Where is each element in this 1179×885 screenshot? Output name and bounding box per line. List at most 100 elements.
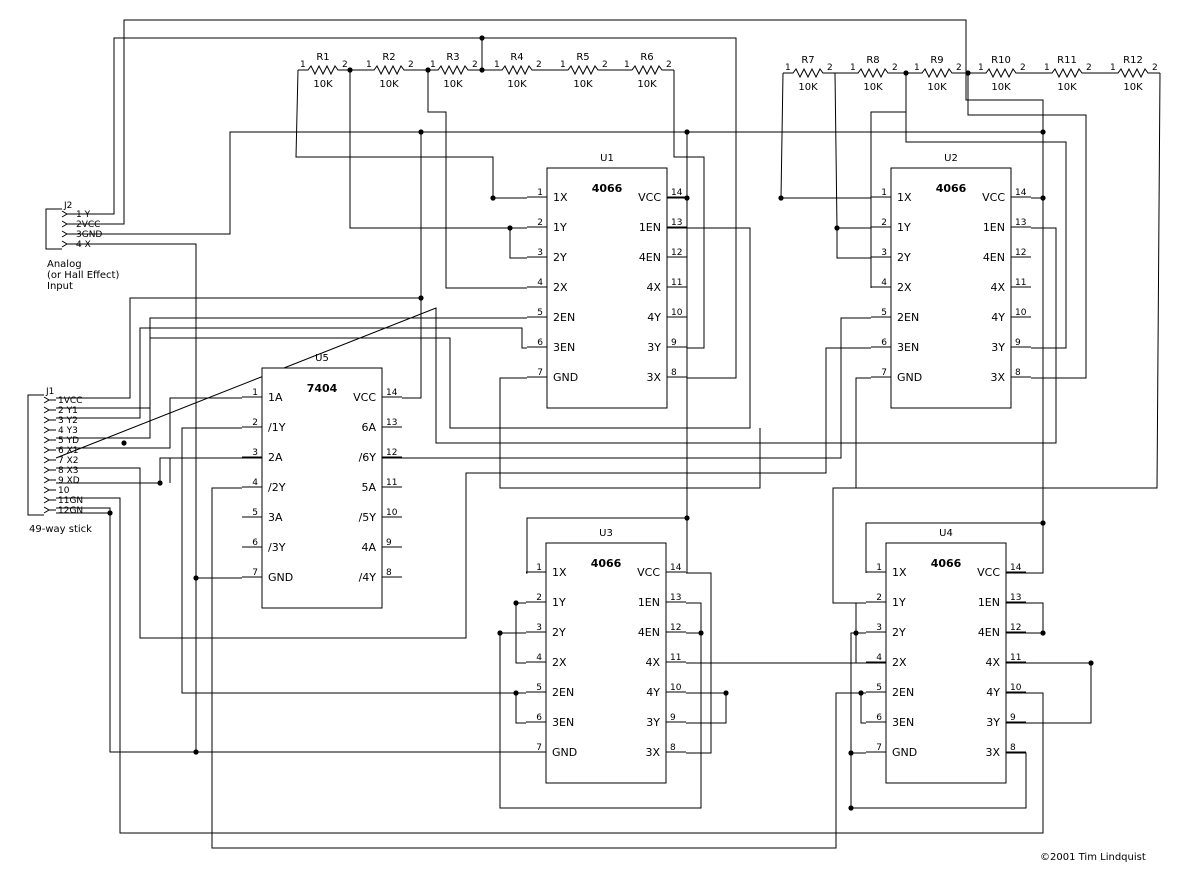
junction-dot — [418, 129, 424, 135]
wires — [55, 19, 1161, 849]
pin-number: 9 — [386, 538, 392, 548]
junction-dot — [965, 70, 971, 76]
resistor-pin: 1 — [978, 63, 984, 73]
junction-dot — [193, 575, 199, 581]
pin-number: 12 — [671, 248, 682, 258]
resistor-zigzag — [1108, 67, 1160, 79]
pin-label: 1X — [897, 191, 912, 204]
resistor-zigzag — [492, 64, 544, 76]
wire — [836, 228, 871, 259]
wire — [855, 377, 871, 488]
connector-pin-label: 2 Y1 — [58, 406, 78, 416]
pin-label: 2Y — [552, 626, 566, 639]
wire — [834, 72, 871, 229]
wire — [56, 397, 242, 449]
connector-pin-label: 4 X — [76, 240, 91, 250]
connector-pin-label: 1 Y — [76, 210, 91, 220]
resistor-zigzag — [783, 67, 835, 79]
resistor-pin: 2 — [666, 60, 672, 70]
pin-label: 1X — [553, 191, 568, 204]
resistor-ref: R10 — [991, 55, 1011, 66]
pin-number: 2 — [881, 218, 887, 228]
connector-pin-label: 12GN — [58, 506, 83, 516]
resistor-ref: R3 — [446, 52, 459, 63]
pin-label: 4X — [985, 656, 1000, 669]
pin-number: 9 — [1010, 713, 1016, 723]
pin-label: 2Y — [897, 251, 911, 264]
pin-label: 4EN — [978, 626, 1000, 639]
junction-dot — [1040, 195, 1046, 201]
pin-number: 3 — [537, 248, 543, 258]
pin-number: 1 — [876, 563, 882, 573]
pin-label: 3EN — [552, 716, 574, 729]
wire — [56, 327, 527, 419]
wire — [1006, 523, 1044, 574]
resistor-pin: 1 — [850, 63, 856, 73]
pin-number: 12 — [1015, 248, 1026, 258]
wire — [427, 70, 527, 289]
pin-label: GND — [552, 746, 577, 759]
pin-label: 3X — [985, 746, 1000, 759]
connector-ref: J2 — [63, 201, 72, 211]
resistor-pin: 1 — [366, 60, 372, 70]
junction-dot — [684, 515, 690, 521]
junction-dot — [193, 749, 199, 755]
junction-dot — [121, 440, 127, 446]
pin-number: 7 — [537, 368, 543, 378]
wire — [860, 692, 866, 724]
pin-label: 3Y — [991, 341, 1005, 354]
pin-label: 4EN — [638, 626, 660, 639]
resistor-zigzag — [298, 64, 350, 76]
resistor-ref: R6 — [640, 52, 653, 63]
pin-label: 1X — [552, 566, 567, 579]
pin-number: 9 — [1015, 338, 1021, 348]
connector-body — [27, 394, 44, 516]
pin-label: GND — [268, 571, 293, 584]
pin-number: 9 — [671, 338, 677, 348]
connector-pin-mark — [43, 466, 50, 474]
wire — [56, 297, 421, 399]
pin-label: 4Y — [647, 311, 661, 324]
wire — [780, 72, 871, 199]
resistor-zigzag — [364, 64, 416, 76]
junction-dot — [479, 67, 485, 73]
junction-dot — [684, 129, 690, 135]
pin-label: 2Y — [553, 251, 567, 264]
pin-number: 8 — [1010, 743, 1016, 753]
connector-pin-mark — [43, 486, 50, 494]
resistor-ref: R4 — [510, 52, 523, 63]
chip-ref: U4 — [939, 528, 953, 539]
pin-number: 13 — [671, 218, 682, 228]
chip-body — [261, 367, 383, 609]
resistor-zigzag — [848, 67, 900, 79]
connector-ref: J1 — [45, 387, 54, 397]
resistor-value: 10K — [443, 79, 463, 90]
chip-type: 4066 — [592, 182, 623, 195]
junction-dot — [834, 225, 840, 231]
connector-caption: (or Hall Effect) — [47, 270, 119, 281]
resistor-pin: 2 — [536, 60, 542, 70]
resistor-zigzag — [976, 67, 1028, 79]
connector-body — [45, 208, 62, 250]
wire — [56, 497, 1044, 834]
junction-dot — [490, 195, 496, 201]
pin-number: 4 — [252, 478, 258, 488]
pin-number: 14 — [670, 563, 682, 573]
pin-number: 4 — [876, 653, 882, 663]
pin-number: 12 — [1010, 623, 1021, 633]
pin-label: VCC — [353, 391, 376, 404]
pin-label: 3X — [646, 371, 661, 384]
pin-label: 1A — [268, 391, 283, 404]
pin-label: 1Y — [897, 221, 911, 234]
resistor-pin: 2 — [827, 63, 833, 73]
pin-label: /2Y — [268, 481, 286, 494]
pin-label: 2X — [553, 281, 568, 294]
junction-dot — [1088, 660, 1094, 666]
pin-label: VCC — [638, 191, 661, 204]
